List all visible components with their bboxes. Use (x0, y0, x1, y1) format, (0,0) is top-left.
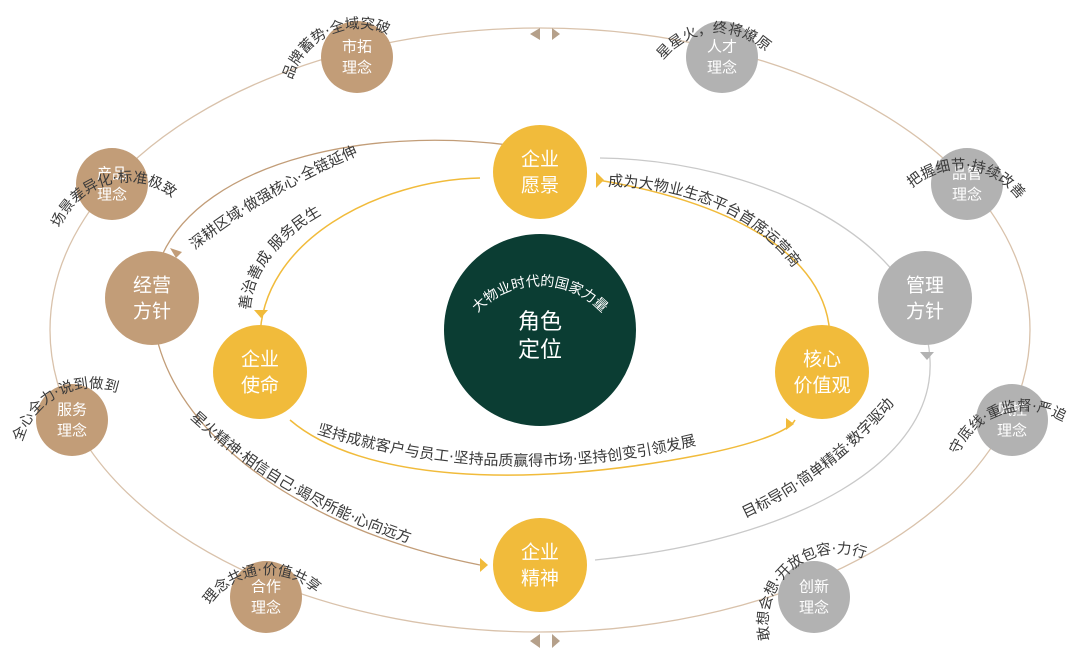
business-label-line1: 经营 (133, 275, 171, 297)
product-label-line1: 产品 (97, 165, 127, 183)
arrow-marker-spirit (480, 558, 488, 572)
talent-label-line2: 理念 (707, 59, 737, 77)
vision-label-line1: 企业 (521, 149, 559, 171)
inner-ring-top (259, 177, 481, 341)
spirit-label-line2: 精神 (521, 568, 559, 590)
arrow-marker-business (170, 248, 182, 258)
innovation-node (778, 561, 850, 633)
values-label-line2: 价值观 (793, 375, 850, 397)
mission-label-line1: 企业 (241, 349, 279, 371)
arrow-marker-top-right (552, 28, 560, 40)
arrow-marker-top (530, 28, 540, 40)
cooperation-label-line1: 合作 (251, 578, 281, 596)
quality-label-line1: 品管 (952, 165, 982, 183)
market-label-line1: 市拓 (342, 38, 372, 56)
market-node (321, 21, 393, 93)
service-label-line2: 理念 (57, 422, 87, 440)
talent-label-line1: 人才 (707, 38, 737, 56)
risk-label-line1: 风控 (997, 401, 1027, 419)
market-label-line2: 理念 (342, 59, 372, 77)
innovation-label-line1: 创新 (799, 578, 829, 596)
service-node (36, 384, 108, 456)
vision-text: 成为大物业生态平台首席运营商 (608, 172, 805, 271)
risk-node (976, 384, 1048, 456)
service-label-line1: 服务 (57, 401, 87, 419)
management-label-line2: 方针 (906, 301, 944, 323)
innovation-label-line2: 理念 (799, 599, 829, 617)
arrow-marker-mission (254, 310, 268, 318)
talent-node (686, 21, 758, 93)
spirit-label-line1: 企业 (521, 542, 559, 564)
management-label-line1: 管理 (906, 275, 944, 297)
cooperation-node (230, 561, 302, 633)
risk-label-line2: 理念 (997, 422, 1027, 440)
center-title-line1: 角色 (518, 310, 562, 335)
center-title-line2: 定位 (518, 338, 562, 363)
quality-label-line2: 理念 (952, 186, 982, 204)
mission-text: 善治善成 服务民生 (236, 202, 324, 311)
values-text: 坚持成就客户与员工·坚持品质赢得市场·坚持创变引领发展 (315, 420, 697, 470)
management-node (878, 251, 972, 345)
values-node (775, 325, 869, 419)
business-node (105, 251, 199, 345)
vision-label-line2: 愿景 (521, 175, 559, 197)
product-text: 场景差异化·标准极致化 (0, 0, 180, 230)
arrow-marker-vision (596, 172, 604, 188)
arrow-marker-bottom (530, 634, 540, 648)
values-label-line1: 核心 (803, 349, 841, 371)
arrow-marker-management (920, 352, 934, 360)
product-label-line2: 理念 (97, 186, 127, 204)
business-label-line2: 方针 (133, 301, 171, 323)
cooperation-label-line2: 理念 (251, 599, 281, 617)
product-node (76, 148, 148, 220)
center-node (444, 234, 636, 426)
quality-node (931, 148, 1003, 220)
inner-ring-right (597, 179, 831, 341)
vision-node (493, 125, 587, 219)
middle-ring-right (594, 157, 931, 561)
inner-ring-bottom (289, 419, 796, 476)
arrow-marker-values (786, 418, 794, 430)
mission-node (213, 325, 307, 419)
arrow-marker-bottom-right (552, 634, 560, 648)
spirit-node (493, 518, 587, 612)
mission-label-line2: 使命 (241, 375, 279, 397)
